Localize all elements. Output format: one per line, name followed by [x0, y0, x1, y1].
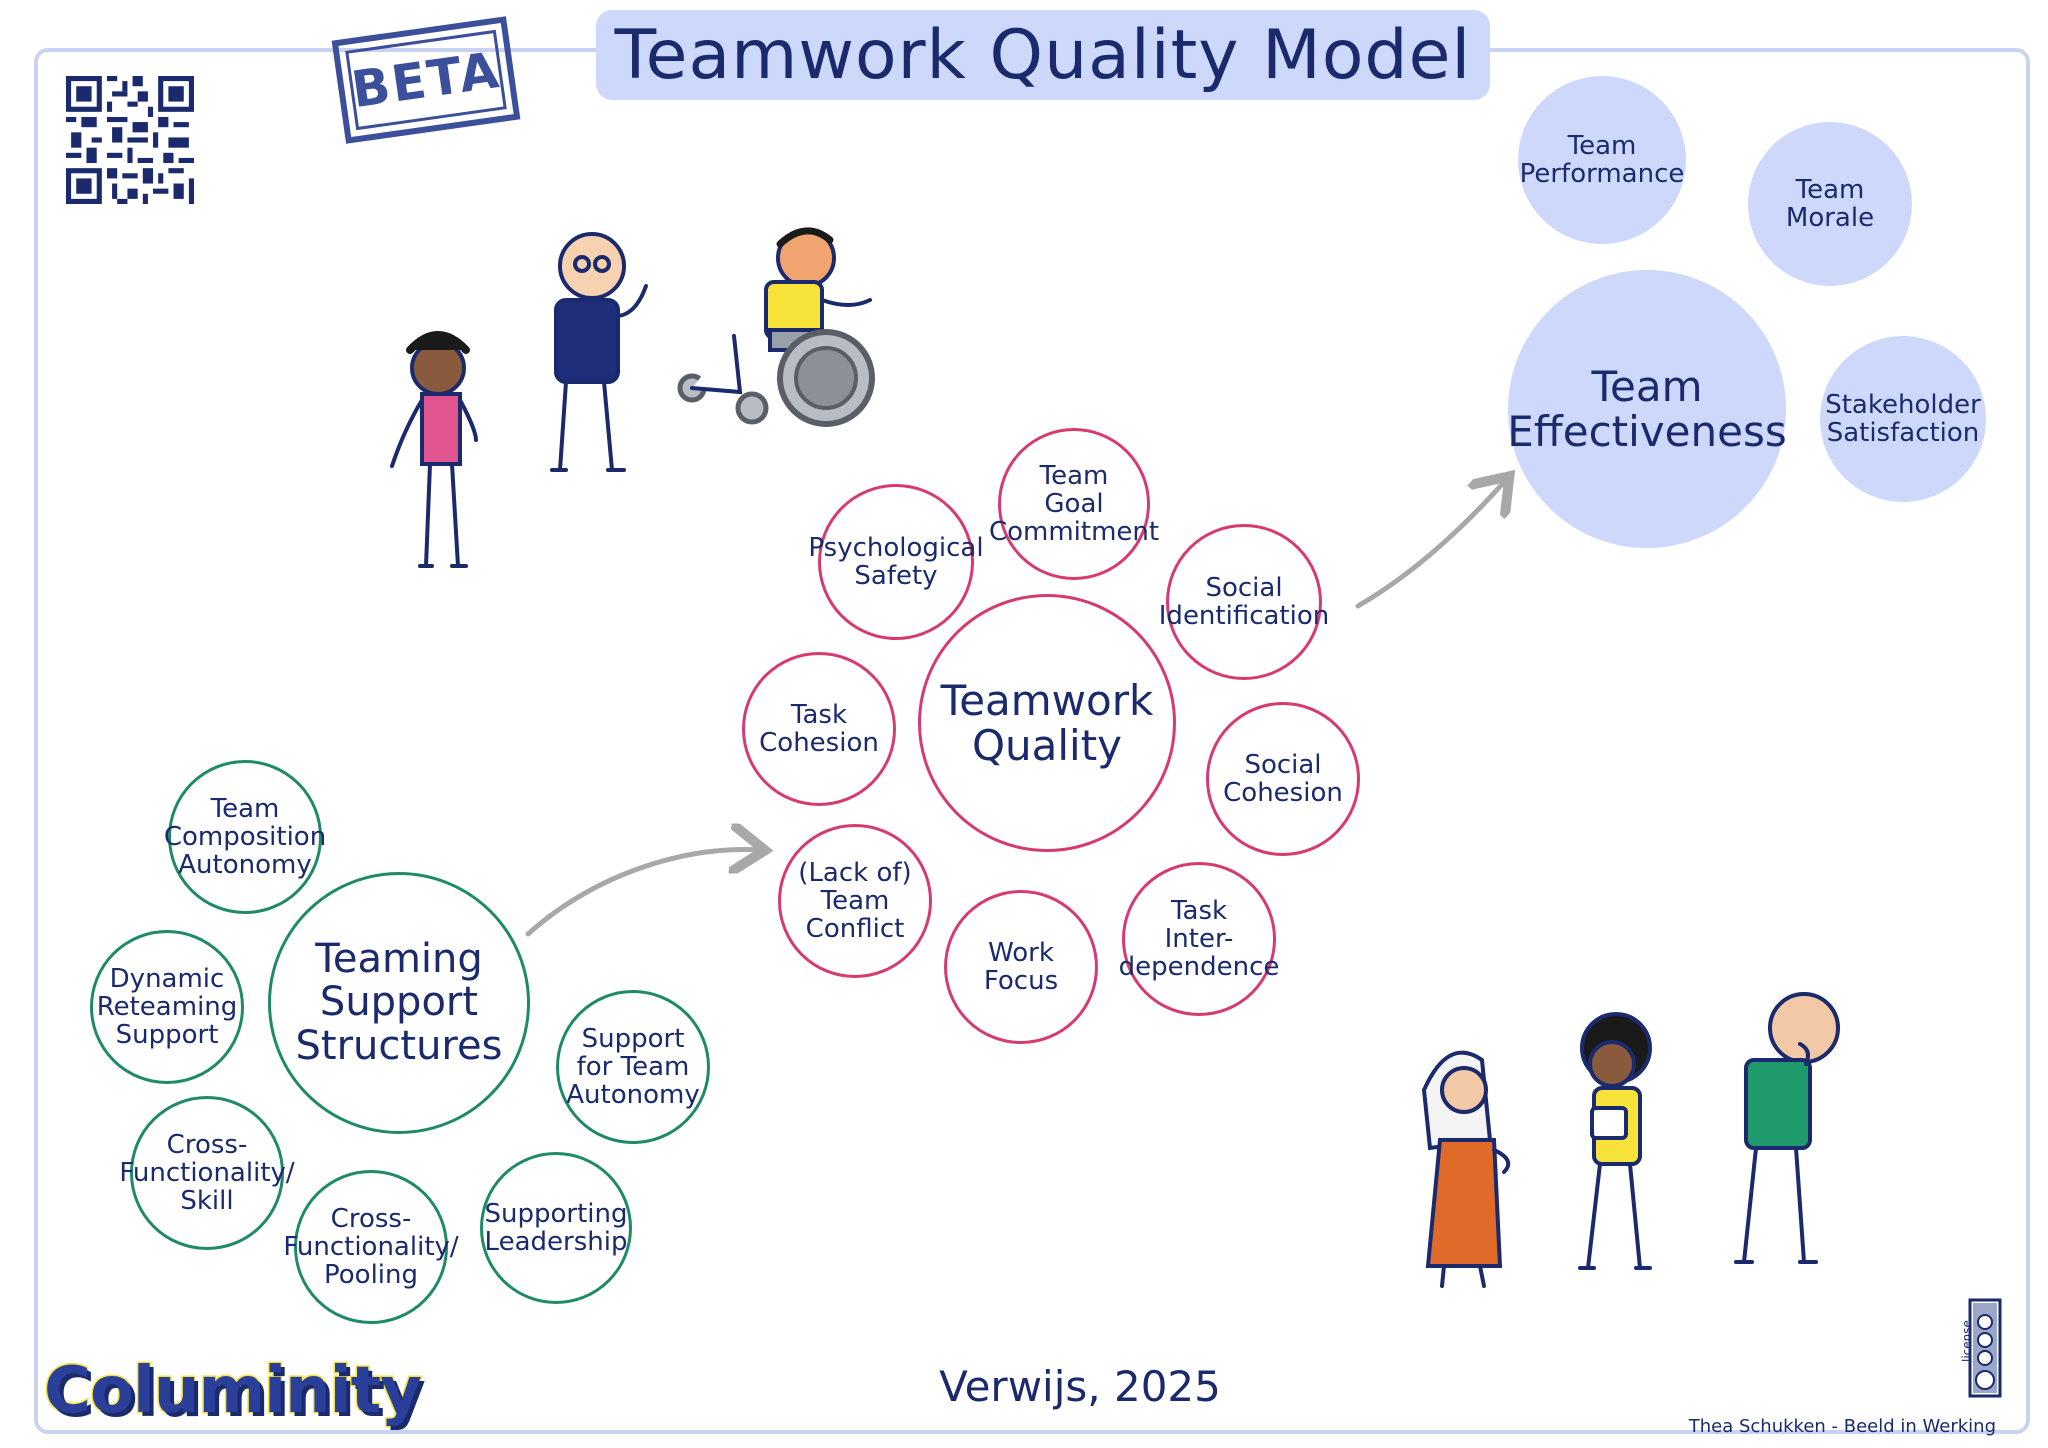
- qr-code: [66, 76, 194, 204]
- columinity-logo: Columinity: [43, 1353, 424, 1430]
- person-wheelchair-illustration: [677, 227, 875, 427]
- person-headscarf-illustration: [1421, 1050, 1511, 1288]
- title-banner: Teamwork Quality Model: [596, 10, 1490, 100]
- support-team-autonomy: Support for Team Autonomy: [556, 990, 710, 1144]
- teamwork-task-interdependence: Task Inter- dependence: [1119, 862, 1279, 1016]
- support-cross-functionality-skill: Cross- Functionality/ Skill: [119, 1096, 295, 1250]
- teamwork-work-focus: Work Focus: [944, 890, 1098, 1044]
- arrow-teamwork-to-outcomes: [1355, 480, 1506, 609]
- support-team-composition-autonomy: Team Composition Autonomy: [164, 760, 326, 914]
- person-glasses-illustration: [550, 232, 648, 472]
- teamwork-psychological-safety: Psychological Safety: [808, 484, 984, 640]
- teamwork-quality-center: Teamwork Quality: [918, 594, 1176, 852]
- license-label: license: [1960, 1320, 1974, 1362]
- teamwork-task-cohesion: Task Cohesion: [742, 652, 896, 806]
- teamwork-social-identification: Social Identification: [1159, 524, 1329, 680]
- teamwork-social-cohesion: Social Cohesion: [1206, 702, 1360, 856]
- teamwork-team-conflict: (Lack of) Team Conflict: [778, 824, 932, 978]
- outcome-team-morale: Team Morale: [1748, 122, 1912, 286]
- person-tablet-illustration: [1578, 1012, 1652, 1270]
- outcome-team-effectiveness: Team Effectiveness: [1507, 270, 1787, 548]
- support-dynamic-reteaming: Dynamic Reteaming Support: [90, 930, 244, 1084]
- outcome-team-performance: Team Performance: [1518, 76, 1686, 244]
- cc-license-badge: [1968, 1298, 2002, 1398]
- arrow-support-to-teamwork: [525, 850, 760, 937]
- page-title: Teamwork Quality Model: [614, 15, 1472, 95]
- teamwork-goal-commitment: Team Goal Commitment: [989, 428, 1159, 580]
- artist-credit: Thea Schukken - Beeld in Werking: [1688, 1416, 1996, 1437]
- support-cross-functionality-pooling: Cross- Functionality/ Pooling: [283, 1170, 459, 1324]
- person-thinking-illustration: [1734, 992, 1840, 1264]
- support-structures-center: Teaming Support Structures: [268, 872, 530, 1134]
- outcome-stakeholder-satisfaction: Stakeholder Satisfaction: [1820, 336, 1986, 502]
- support-supporting-leadership: Supporting Leadership: [480, 1152, 632, 1304]
- person-pink-shirt-illustration: [390, 331, 478, 568]
- citation: Verwijs, 2025: [939, 1362, 1221, 1411]
